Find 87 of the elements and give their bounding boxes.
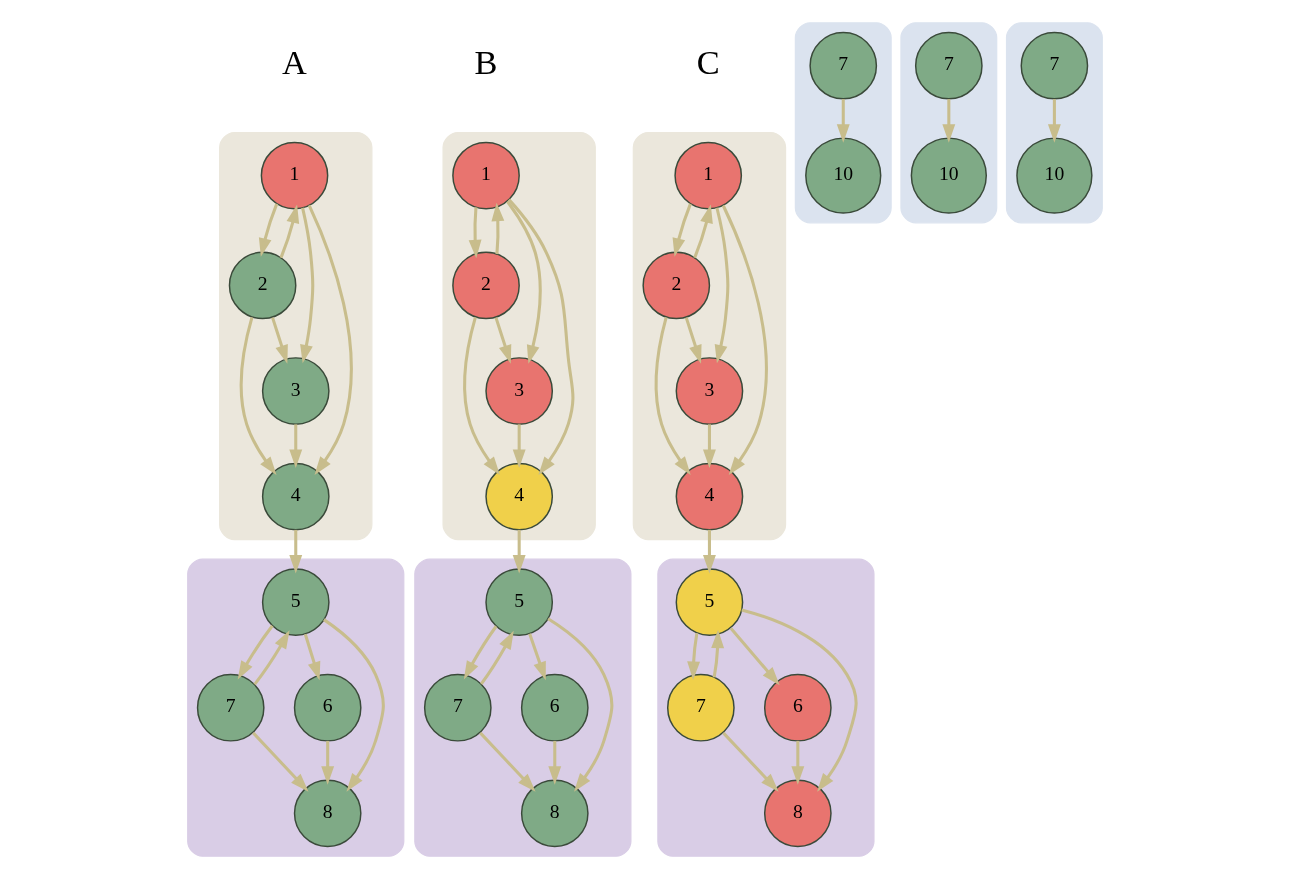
arrow [546,617,613,792]
arrow [1047,99,1061,143]
node-circle: 10 [1015,137,1093,214]
arrow [692,204,713,259]
node-circle: 3 [261,357,330,425]
arrow [702,424,716,468]
node-circle: 8 [763,779,832,848]
arrow [721,731,779,792]
arrow [721,204,768,475]
arrow [729,627,780,686]
arrow [252,630,290,686]
arrow [478,731,536,792]
arrow [686,632,700,680]
arrow [507,198,574,475]
node-circle: 7 [423,673,492,742]
arrow [654,317,691,475]
cluster [218,132,372,541]
node-circle: 2 [451,251,520,320]
arrow [684,317,702,364]
arrow [270,317,288,364]
node-circle: 4 [261,462,330,531]
arrow [320,741,334,785]
arrow [505,200,542,364]
node-circle: 7 [914,31,983,100]
arrow [258,203,278,257]
arrow [322,618,385,792]
arrow [303,633,320,681]
arrow [494,317,511,364]
node-circle: 2 [228,251,296,320]
cluster [441,132,596,541]
arrow [237,624,274,680]
arrow [288,424,302,468]
node-circle: 7 [1020,31,1088,100]
label: C [696,43,720,82]
cluster [186,558,404,857]
node-circle: 5 [261,568,330,637]
cluster [656,558,875,857]
arrow [527,633,546,681]
node-circle: 3 [484,357,553,425]
cluster [1005,22,1103,224]
node-circle: 7 [666,673,735,742]
arrow [468,207,482,259]
node-circle: 2 [641,251,710,320]
node-circle: 3 [675,357,743,425]
arrow [672,203,692,257]
node-circle: 4 [484,462,553,531]
node-circle: 5 [675,568,743,637]
node-circle: 6 [520,673,589,742]
arrow [299,207,314,364]
node-circle: 1 [260,141,328,210]
arrow [512,529,526,574]
node-circle: 7 [808,31,877,100]
node-circle: 7 [196,673,265,742]
cluster [413,558,631,857]
node-circle: 5 [484,568,553,637]
arrow [714,207,729,364]
arrow [702,529,716,574]
cluster [899,22,997,224]
arrow [288,529,302,574]
arrow [836,99,850,143]
cluster [632,132,786,541]
arrow [462,316,500,475]
arrow [279,204,299,259]
arrow [307,204,353,475]
label: B [474,43,497,82]
node-circle: 6 [763,673,832,742]
node-circle: 1 [673,141,742,210]
node-circle: 10 [910,137,987,214]
arrow [479,630,514,685]
arrow [790,741,804,785]
arrow [941,99,955,143]
arrow [710,629,724,678]
node-circle: 8 [520,779,589,848]
arrow [740,608,858,792]
node-circle: 8 [293,779,362,848]
node-circle: 10 [804,137,881,214]
arrow [490,202,504,255]
cluster [794,22,892,224]
arrow [239,316,276,475]
arrow [251,731,308,792]
label: A [281,43,307,82]
node-circle: 4 [675,462,743,531]
arrow [547,741,561,785]
node-circle: 1 [451,141,520,210]
arrow [463,625,497,680]
arrow [512,424,526,468]
node-circle: 6 [293,673,362,742]
